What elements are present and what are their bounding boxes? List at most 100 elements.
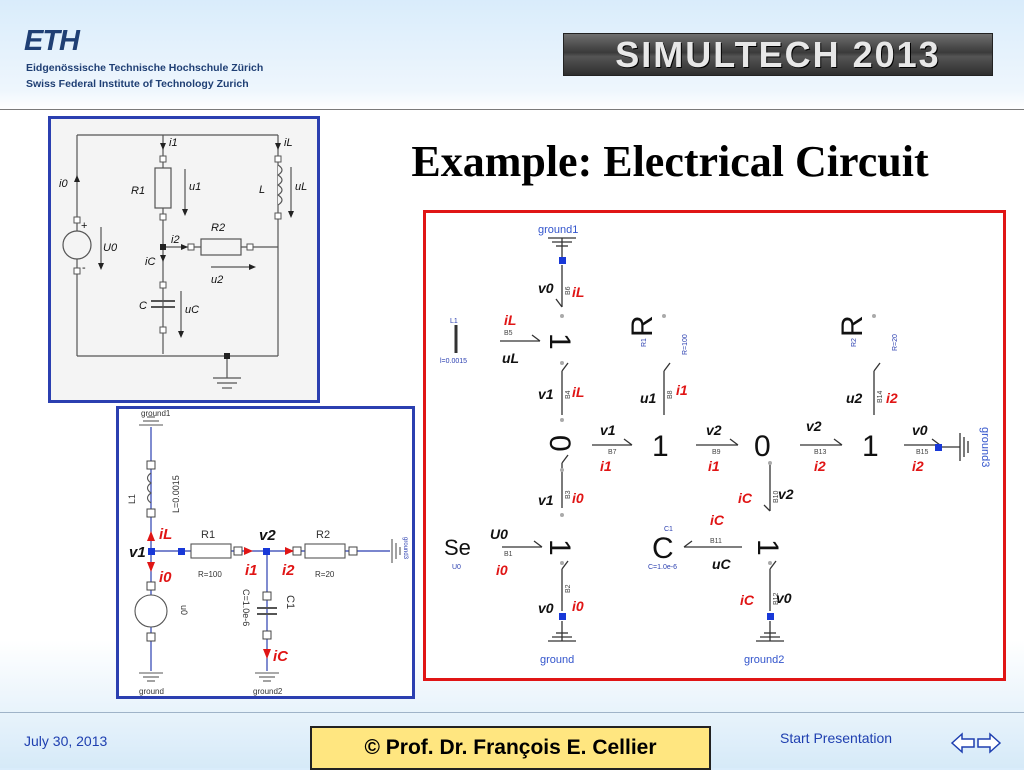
slide-title: Example: Electrical Circuit <box>411 137 929 186</box>
navigation-arrows[interactable] <box>950 730 1002 756</box>
label-ground1: ground1 <box>141 409 171 418</box>
label-R1: R1 <box>201 529 215 541</box>
var-v2-b9: v2 <box>706 422 722 438</box>
var-i1-b8: i1 <box>676 382 688 398</box>
label-R2: R2 <box>851 338 858 347</box>
label-ground: ground <box>540 654 574 666</box>
label-C-value: C=1.0e-6 <box>241 589 251 626</box>
label-R2: R2 <box>316 529 330 541</box>
element-R1: R <box>626 315 659 337</box>
var-v1: v1 <box>129 544 146 561</box>
var-v2-b13: v2 <box>806 418 822 434</box>
var-uL-b5: uL <box>502 350 519 366</box>
var-v2: v2 <box>259 527 276 544</box>
bond-B8: B8 <box>667 390 674 399</box>
bond-B7: B7 <box>608 449 617 456</box>
bond-B11: B11 <box>710 538 722 545</box>
var-i2-b13: i2 <box>814 458 826 474</box>
label-u1: u1 <box>189 181 201 193</box>
label-iC: iC <box>145 256 155 268</box>
label-ground2: ground2 <box>253 687 283 696</box>
junction-1-mid: 1 <box>652 430 669 463</box>
label-C: C <box>139 300 147 312</box>
modelica-diagram-panel: ground1 ground ground2 R=100 R=20 R1 R2 … <box>116 406 415 699</box>
var-iC-b10: iC <box>738 490 753 506</box>
bond-B9: B9 <box>712 449 721 456</box>
label-L-value: L=0.0015 <box>171 475 181 513</box>
var-v1-b4: v1 <box>538 386 554 402</box>
bond-B14: B14 <box>877 390 884 403</box>
label-uC: uC <box>185 304 199 316</box>
var-iL-b4: iL <box>572 384 584 400</box>
junction-0-left: 0 <box>543 435 576 452</box>
var-i0-b3: i0 <box>572 490 584 506</box>
label-ground3: ground3 <box>402 537 408 560</box>
label-R2-value: R=20 <box>892 334 899 351</box>
label-C1: C1 <box>284 595 296 609</box>
bond-B5: B5 <box>504 330 513 337</box>
junction-1-top: 1 <box>543 333 576 350</box>
var-U0-b1: U0 <box>490 526 508 542</box>
var-i1-b7: i1 <box>600 458 612 474</box>
label-R2: R2 <box>211 222 225 234</box>
var-v0-b12: v0 <box>776 590 792 606</box>
var-i2: i2 <box>282 562 295 579</box>
bond-B1: B1 <box>504 551 513 558</box>
junction-0-mid: 0 <box>754 430 771 463</box>
label-ground1: ground1 <box>538 224 578 236</box>
label-U0: U0 <box>103 242 118 254</box>
modelica-diagram: ground1 ground ground2 R=100 R=20 R1 R2 … <box>127 409 408 696</box>
var-iL-b6: iL <box>572 284 584 300</box>
label-plus: + <box>81 220 87 232</box>
var-v1-b3: v1 <box>538 492 554 508</box>
element-Se: Se <box>444 535 471 560</box>
forward-arrow-icon[interactable] <box>977 732 1002 754</box>
header-divider <box>0 109 1024 110</box>
var-v2-b10: v2 <box>778 486 794 502</box>
label-R1-value: R=100 <box>682 334 689 355</box>
eth-logo: ETH <box>24 25 80 57</box>
var-i0: i0 <box>159 569 172 586</box>
back-arrow-icon[interactable] <box>950 732 975 754</box>
circuit-schematic: i1 iL i0 R1 u1 L uL R2 i2 iC u2 C uC U0 … <box>59 134 307 389</box>
label-i2: i2 <box>171 234 180 246</box>
label-R1: R1 <box>641 338 648 347</box>
label-ground2: ground2 <box>744 654 784 666</box>
var-i0-b2: i0 <box>572 598 584 614</box>
var-u2-b14: u2 <box>846 390 863 406</box>
element-C: C <box>652 532 674 565</box>
label-C1: C1 <box>664 526 673 533</box>
bond-B6: B6 <box>565 286 572 295</box>
conference-banner: SIMULTECH 2013 <box>563 33 993 76</box>
var-v0-b6: v0 <box>538 280 554 296</box>
label-R1-value: R=100 <box>198 570 222 579</box>
junction-1-right: 1 <box>862 430 879 463</box>
bond-B10: B10 <box>773 490 780 503</box>
label-ground3: ground3 <box>979 427 991 467</box>
var-v0-b2: v0 <box>538 600 554 616</box>
bond-B13: B13 <box>814 449 827 456</box>
label-minus: - <box>82 262 86 274</box>
var-v0-b15: v0 <box>912 422 928 438</box>
start-presentation-link[interactable]: Start Presentation <box>780 730 893 746</box>
var-i2-b14: i2 <box>886 390 898 406</box>
label-L: L <box>259 184 265 196</box>
var-v1-b7: v1 <box>600 422 616 438</box>
label-u0: u0 <box>179 605 189 615</box>
junction-1-bottom: 1 <box>543 539 576 556</box>
bond-B3: B3 <box>565 490 572 499</box>
var-uC-b11: uC <box>712 556 732 572</box>
var-u1-b8: u1 <box>640 390 657 406</box>
footer-date: July 30, 2013 <box>24 733 108 749</box>
var-iC-b11: iC <box>710 512 725 528</box>
var-i0-b1: i0 <box>496 562 508 578</box>
bond-B12: B12 <box>773 592 780 605</box>
circuit-schematic-panel: i1 iL i0 R1 u1 L uL R2 i2 iC u2 C uC U0 … <box>48 116 320 403</box>
junction-1-bottom-right: 1 <box>751 539 784 556</box>
bond-graph: .el{font-size:30px;fill:#111;} .bn{font-… <box>440 224 991 666</box>
institution-name-english: Swiss Federal Institute of Technology Zu… <box>26 78 249 90</box>
label-uL: uL <box>295 181 307 193</box>
label-C1-value: C=1.0e-6 <box>648 564 677 571</box>
label-L1: L1 <box>450 318 458 325</box>
label-U0-source: U0 <box>452 564 461 571</box>
